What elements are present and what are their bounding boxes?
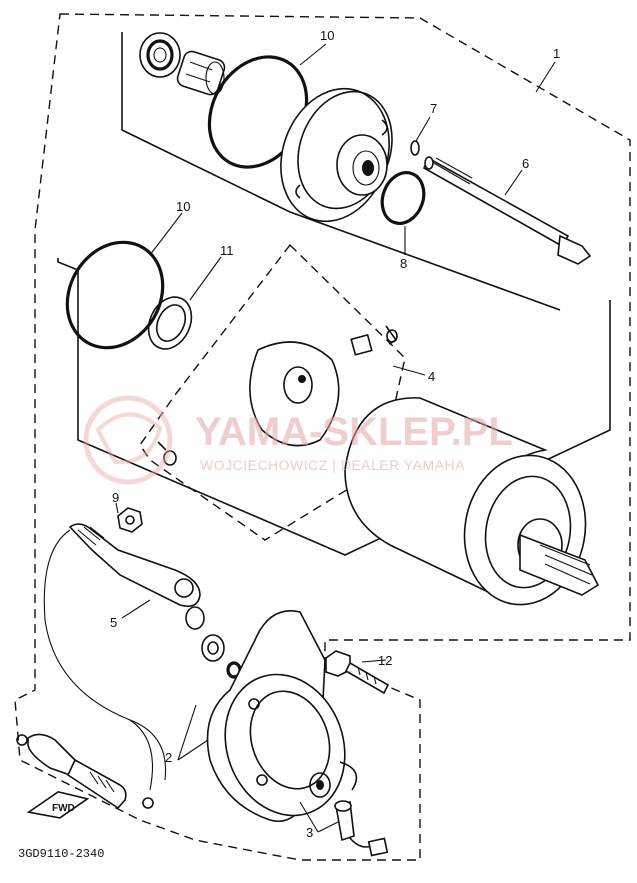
brush-plate-outline [139, 243, 406, 541]
label-part-6: 6 [522, 156, 529, 171]
brush-holder-part [334, 800, 389, 857]
leader-lines [115, 43, 556, 833]
brush-plate-part [157, 325, 398, 466]
armature-frame [57, 258, 611, 556]
label-part-10-lower: 10 [176, 199, 190, 214]
watermark-logo [83, 395, 173, 485]
rear-bracket-part [185, 606, 358, 822]
assembly-outline [14, 13, 631, 861]
lead-wire-part [43, 523, 201, 791]
drawing-code: 3GD9110-2340 [18, 847, 104, 861]
watermark-title: YAMA-SKLEP.PL [195, 410, 513, 454]
terminal-boot-part [16, 733, 154, 810]
bearing-part [176, 50, 226, 96]
label-part-9: 9 [112, 490, 119, 505]
o-ring-lower-part [65, 240, 165, 350]
washer-part [410, 140, 420, 156]
nut-part [117, 507, 143, 533]
o-ring-small-part [380, 171, 426, 225]
dealer-watermark: YAMA-SKLEP.PL WOJCIECHOWICZ | DEALER YAM… [83, 395, 513, 485]
fwd-label: FWD [52, 803, 75, 814]
label-part-2: 2 [165, 750, 172, 765]
front-cover-frame [121, 32, 561, 311]
yoke-armature-part [344, 397, 600, 606]
shim-washer-part [147, 296, 193, 350]
label-part-7: 7 [430, 101, 437, 116]
label-part-12: 12 [378, 653, 392, 668]
label-part-1: 1 [553, 46, 560, 61]
label-part-5: 5 [110, 615, 117, 630]
label-part-10-upper: 10 [320, 28, 334, 43]
through-bolt-part [422, 156, 592, 265]
mounting-bolt-part [325, 650, 390, 695]
label-part-4: 4 [428, 369, 435, 384]
label-part-8: 8 [400, 256, 407, 271]
oil-seal-part [139, 32, 181, 78]
watermark-subtitle: WOJCIECHOWICZ | DEALER YAMAHA [200, 457, 465, 473]
label-part-3: 3 [306, 825, 313, 840]
front-bracket-part [280, 87, 393, 223]
forward-direction-arrow: FWD [26, 790, 90, 819]
label-part-11: 11 [220, 243, 234, 258]
